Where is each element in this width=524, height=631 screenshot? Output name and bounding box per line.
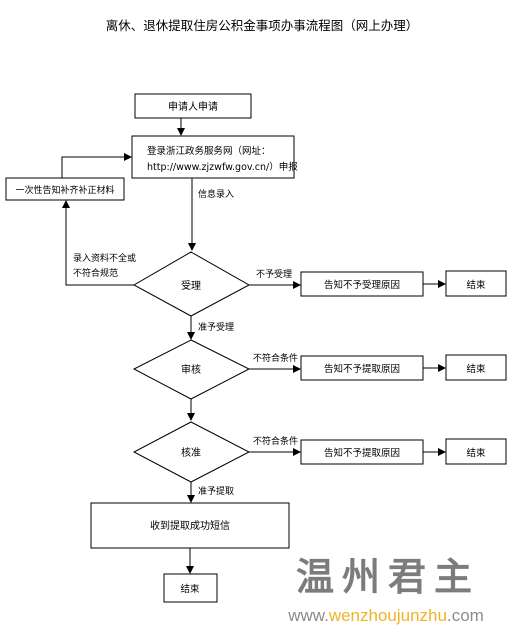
end-label-final: 结束: [180, 583, 200, 595]
notify-reject-label: 告知不予受理原因: [324, 279, 400, 291]
sms-label: 收到提取成功短信: [150, 519, 230, 532]
watermark: 温州君主 www.wenzhoujunzhu.com: [287, 554, 484, 625]
watermark-chinese: 温州君主: [296, 554, 480, 599]
not-meet-label-2: 不符合条件: [253, 435, 298, 447]
edge-accept-supplement: [62, 200, 134, 286]
notify-reject-box: [300, 271, 424, 297]
watermark-url-prefix: www.: [287, 606, 329, 625]
info-entry-label: 信息录入: [198, 188, 234, 200]
applicant-label: 申请人申请: [168, 100, 218, 113]
end-label-2: 结束: [466, 363, 486, 375]
end-label-1: 结束: [466, 279, 486, 291]
watermark-url-suffix: .com: [447, 606, 484, 625]
notify-no-withdraw-label-2: 告知不予提取原因: [324, 447, 400, 459]
login-label-line2: http://www.zjzwfw.gov.cn/）申报: [147, 161, 298, 173]
withdraw-ok-label: 准予提取: [198, 486, 234, 497]
end-label-3: 结束: [466, 447, 486, 459]
approve-label: 核准: [181, 446, 201, 459]
not-meet-label-1: 不符合条件: [253, 352, 298, 364]
review-label: 审核: [181, 363, 201, 376]
end-box-3: [445, 438, 507, 465]
login-box: [131, 135, 295, 179]
incomplete-label-line1: 录入资料不全或: [73, 252, 136, 264]
end-box-1: [445, 270, 507, 297]
edge-supplement-login: [61, 153, 132, 178]
supplement-label: 一次性告知补齐补正材料: [15, 184, 114, 196]
end-box-2: [445, 354, 507, 381]
watermark-url: www.wenzhoujunzhu.com: [287, 606, 484, 625]
notify-no-withdraw-label-1: 告知不予提取原因: [324, 363, 400, 375]
login-label-line1: 登录浙江政务服务网（网址：: [147, 145, 271, 157]
accept-ok-label: 准予受理: [198, 321, 234, 333]
applicant-box: [134, 93, 252, 119]
watermark-url-highlight: wenzhoujunzhu: [328, 606, 447, 625]
diagram-title: 离休、退休提取住房公积金事项办事流程图（网上办理）: [106, 18, 419, 33]
notify-no-withdraw-box-2: [300, 439, 424, 465]
sms-box: [90, 502, 290, 549]
incomplete-label-line2: 不符合规范: [73, 267, 118, 279]
accept-label: 受理: [181, 280, 201, 292]
not-accept-label: 不予受理: [256, 268, 292, 280]
end-box-final: [163, 573, 218, 603]
